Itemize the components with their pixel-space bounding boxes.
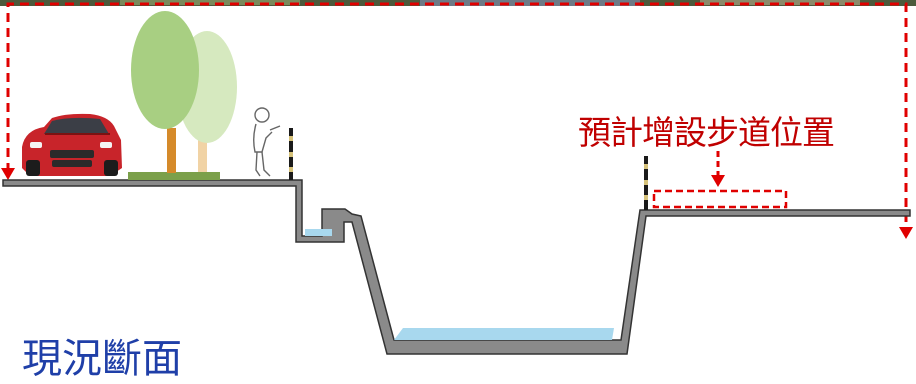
proposed-walkway-marker <box>652 151 788 209</box>
cross-section-diagram <box>0 0 916 355</box>
channel-water <box>394 328 614 340</box>
extent-bracket <box>1 2 913 239</box>
arrow-down-icon <box>1 168 15 180</box>
proposed-walkway-label: 預計增設步道位置 <box>578 113 835 152</box>
bollard-icon <box>289 128 293 180</box>
channel-profile <box>2 179 911 355</box>
pedestrian-icon <box>253 107 281 177</box>
tree-icon <box>131 11 199 173</box>
planting-strip <box>128 172 220 180</box>
bollard-icon <box>644 156 648 210</box>
side-ditch-water <box>305 229 332 236</box>
section-title: 現況斷面 <box>22 336 182 382</box>
arrow-down-icon <box>711 175 725 187</box>
car-icon <box>22 113 122 176</box>
arrow-down-icon <box>899 227 913 239</box>
